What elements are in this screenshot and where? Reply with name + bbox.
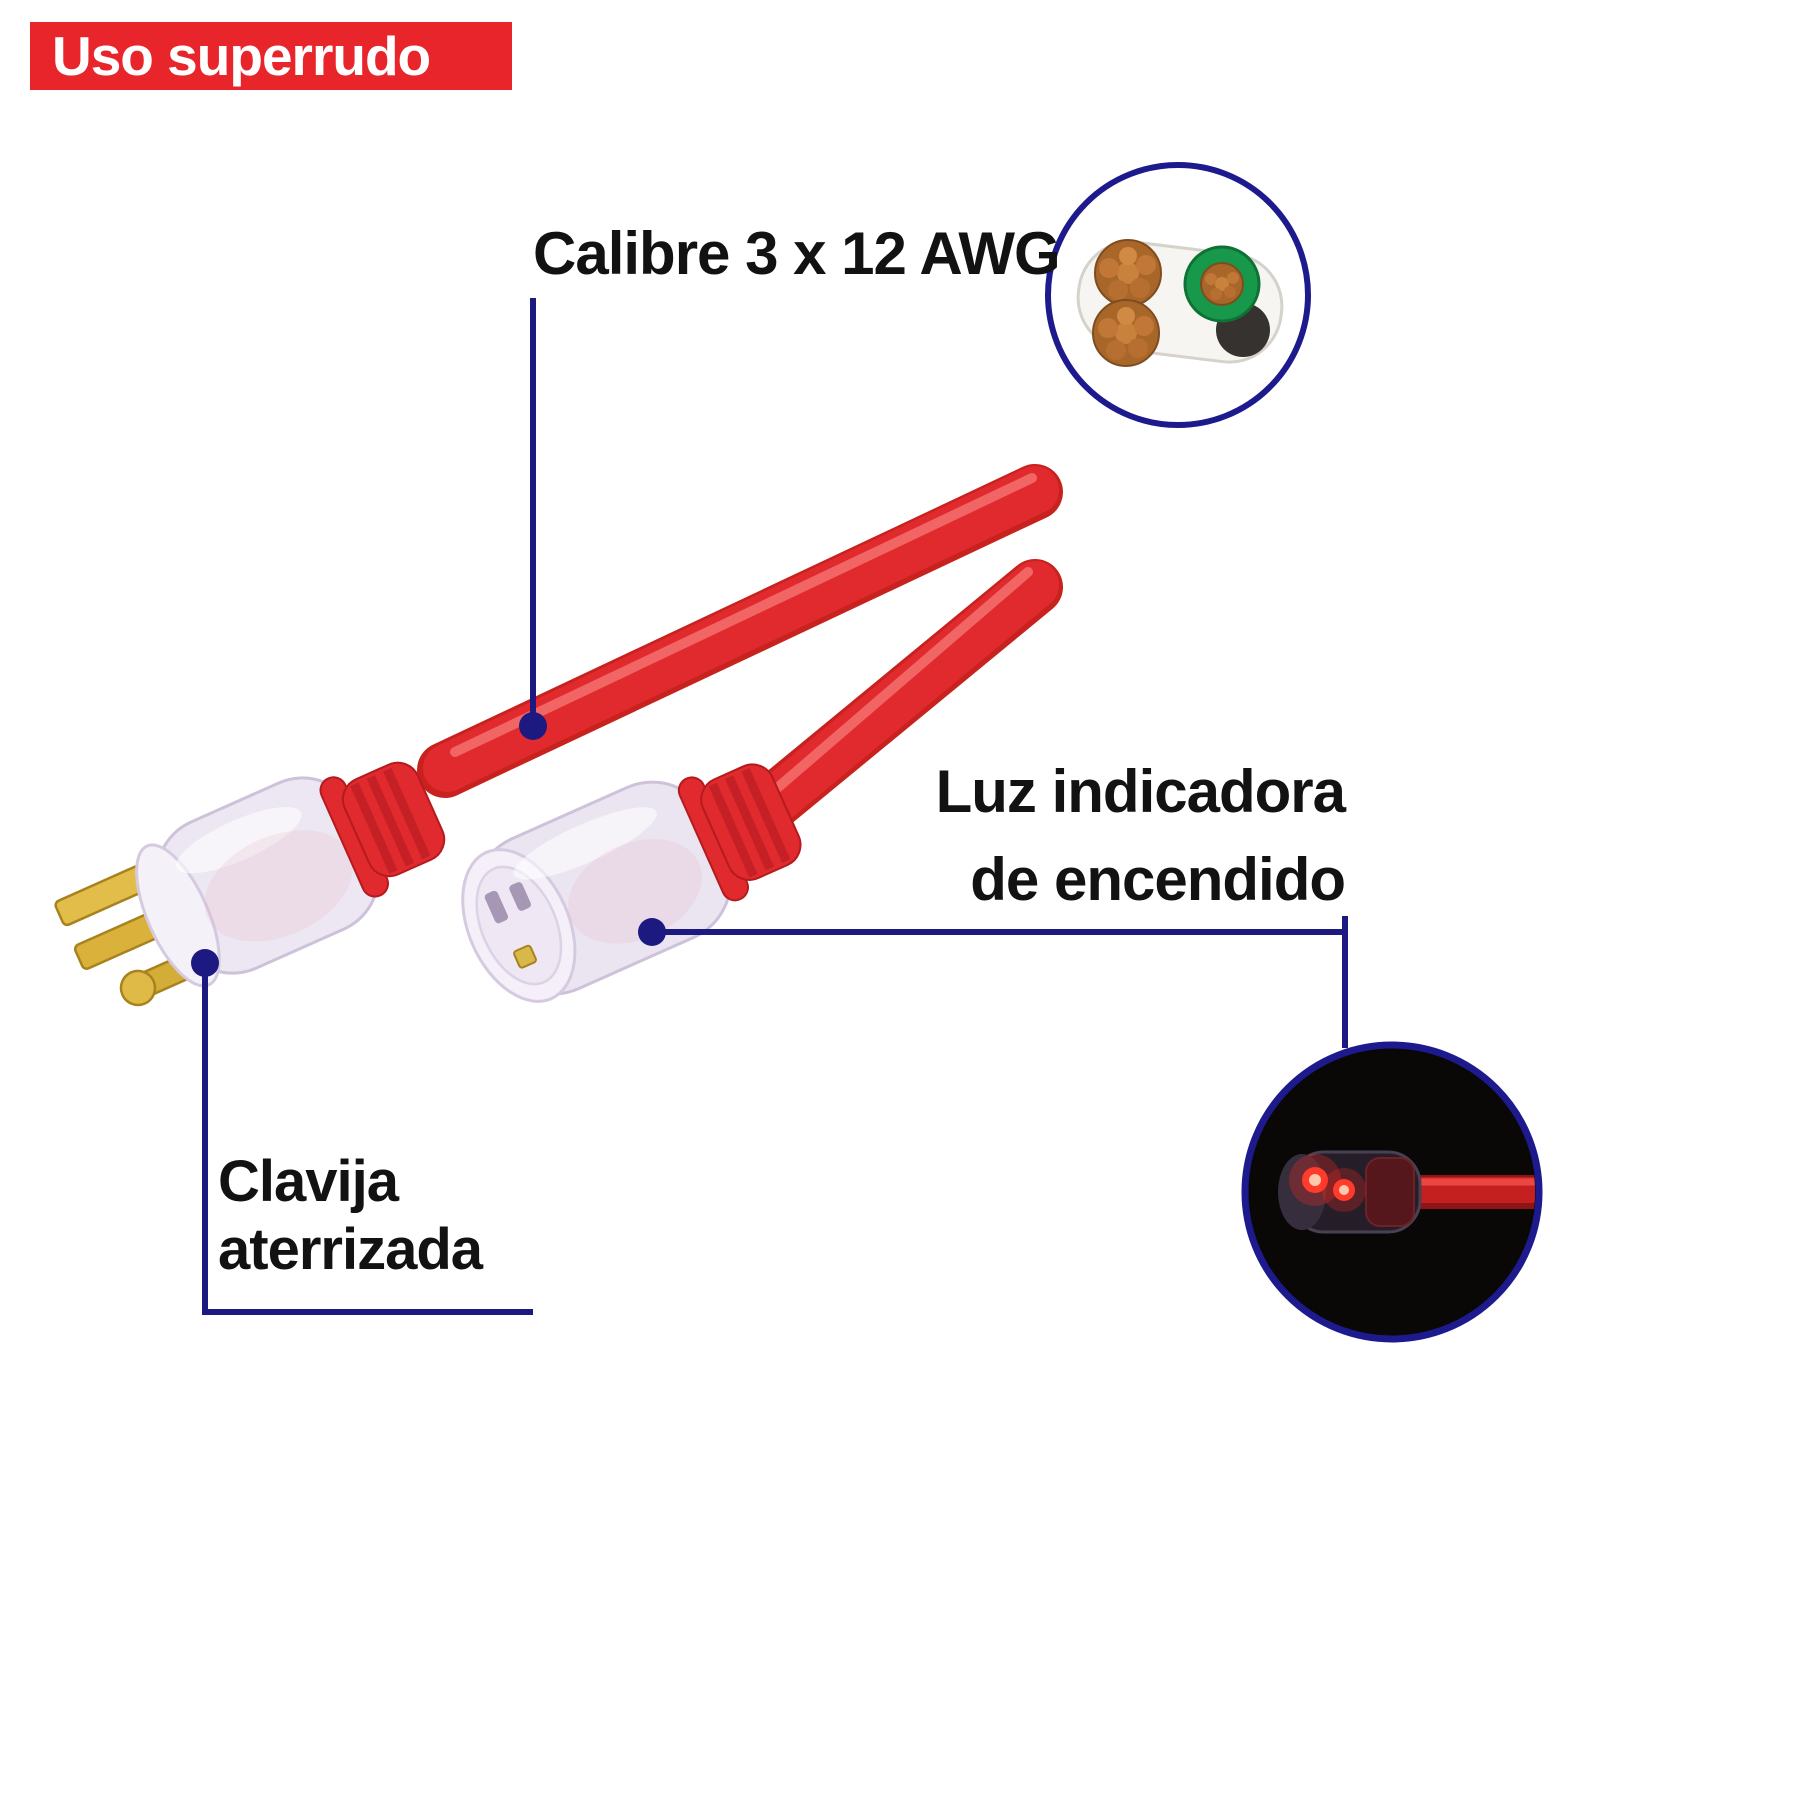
cable-bottom [736, 561, 1059, 837]
plug-collar-rib [350, 782, 398, 874]
connector-slot-right [509, 882, 531, 911]
connector-tint [568, 839, 702, 944]
indicator-label-line2: de encendido [970, 846, 1346, 913]
plug-label: Clavija aterrizada [218, 1148, 483, 1284]
male-plug-illustration [54, 761, 446, 1007]
cross-section-content [1076, 239, 1284, 367]
connector-ground-hole [513, 944, 537, 969]
cable-cross-section-inset [1045, 162, 1311, 428]
wire-green-ground [1183, 245, 1261, 323]
callout-dot-indicator [638, 918, 666, 946]
usage-badge: Uso superrudo [30, 22, 512, 90]
callout-dot-plug [191, 949, 219, 977]
connector-collar-rib [708, 782, 758, 878]
cable-bottom-highlight [763, 567, 1033, 801]
indicator-light-inset [1241, 1041, 1543, 1343]
indicator-content [1278, 1150, 1535, 1234]
plug-collar-rib [366, 775, 414, 867]
indicator-label-line1: Luz indicadora [935, 758, 1346, 825]
connector-highlight [513, 807, 657, 880]
cable-top-highlight [450, 473, 1037, 757]
gauge-label: Calibre 3 x 12 AWG [533, 220, 1061, 287]
indicator-glow-core [1339, 1185, 1349, 1195]
callout-lines [202, 298, 1348, 1315]
indicator-glow-core [1309, 1174, 1321, 1186]
wire-copper-bottom [1092, 299, 1160, 367]
plug-label-line2: aterrizada [218, 1217, 483, 1282]
connector-collar-rib [741, 767, 791, 863]
plug-label-line1: Clavija [218, 1149, 399, 1214]
plug-tint [204, 830, 353, 942]
female-connector-illustration [461, 763, 802, 1003]
connector-slot-left [484, 890, 508, 924]
plug-ground-pin [119, 969, 157, 1007]
glow-connector-collar [1365, 1157, 1415, 1227]
callout-line-plug [202, 968, 533, 1315]
wire-copper-top [1094, 239, 1162, 307]
plug-highlight [175, 807, 302, 874]
plug-collar-rib [383, 767, 431, 860]
connector-collar-rib [725, 775, 774, 871]
callout-dot-gauge [519, 712, 547, 740]
indicator-label: Luz indicadora de encendido [845, 748, 1346, 924]
